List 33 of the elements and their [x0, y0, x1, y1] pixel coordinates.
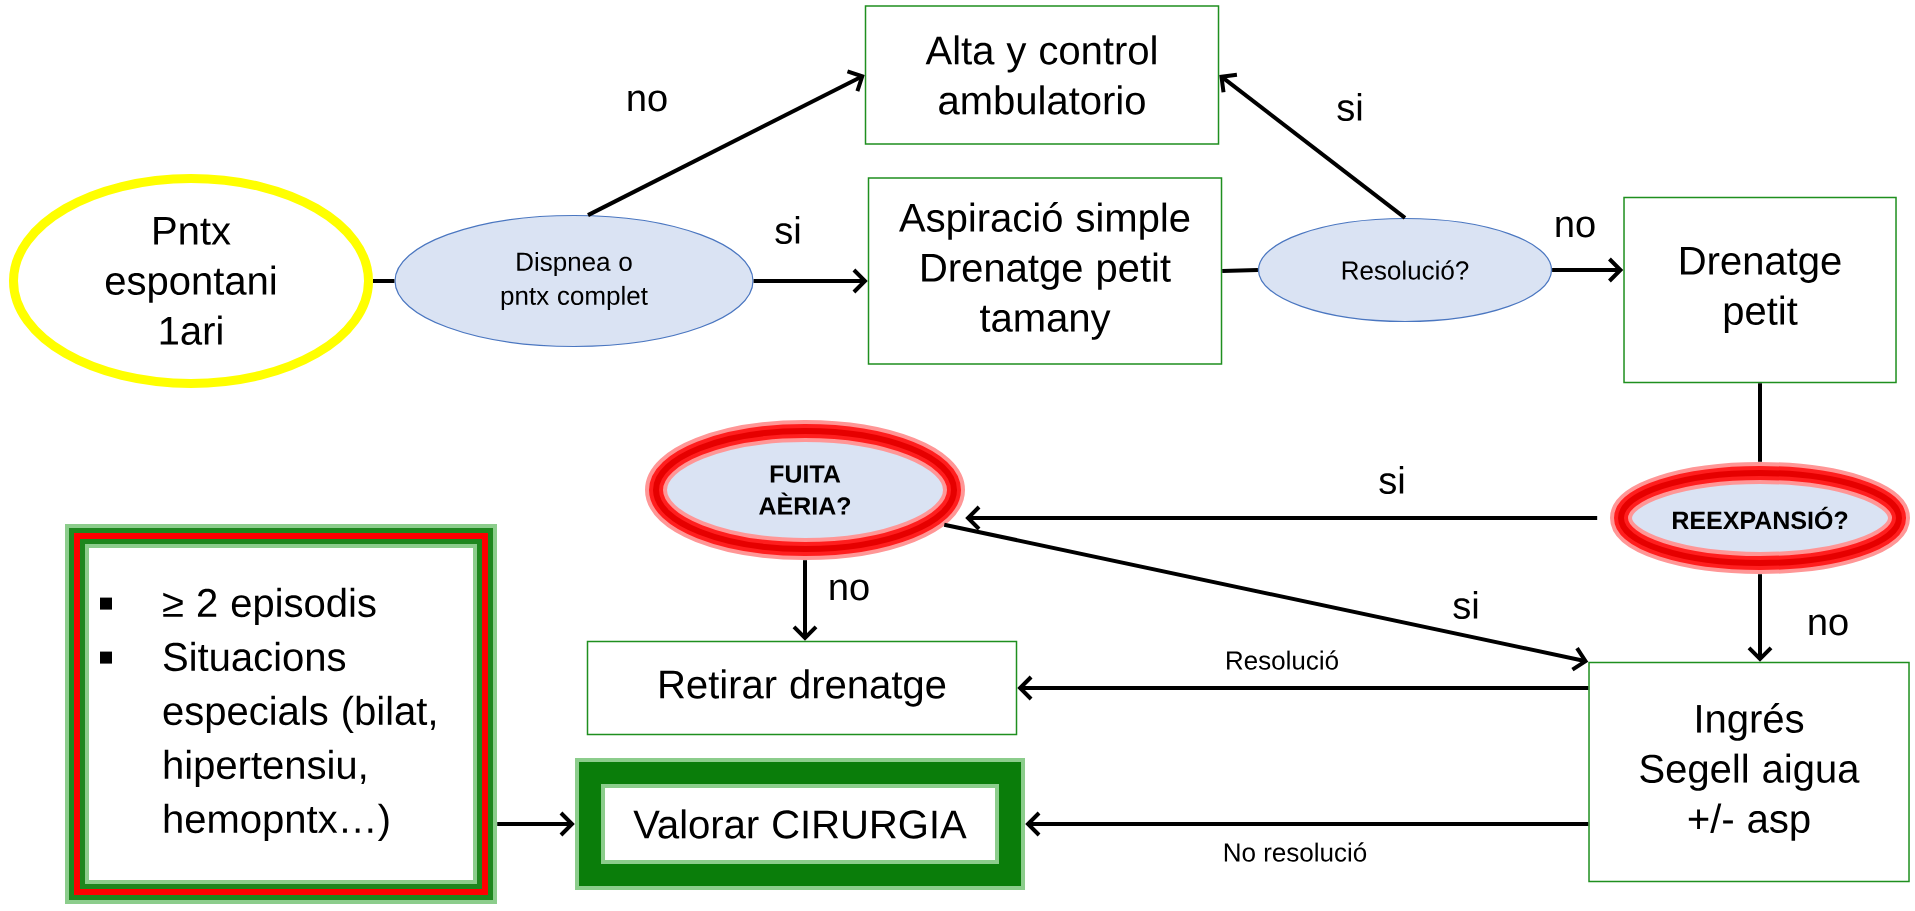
process-box: Ingrés Segell aigua +/- asp [1588, 661, 1910, 883]
arrow [1025, 811, 1589, 837]
arrow [1747, 574, 1773, 662]
edge-label: Resolució [1222, 648, 1342, 672]
arrow [943, 522, 1589, 672]
criteria-box: ≥ 2 episodis Situacions especials (bilat, hipertensiu, hemopntx…) [65, 524, 497, 904]
process-box: Drenatge petit [1623, 196, 1897, 384]
decision-oval: Resolució? [1257, 217, 1553, 323]
edge-label: no [825, 577, 873, 603]
arrow [587, 69, 865, 217]
arrow [792, 560, 818, 641]
edge-label: No resolució [1220, 840, 1370, 864]
process-box: Alta y control ambulatorio [864, 5, 1220, 145]
arrow [1552, 257, 1624, 283]
arrow [1017, 675, 1589, 701]
arrow [497, 811, 575, 837]
arrow [965, 505, 1598, 531]
edge-label: no [1551, 214, 1599, 240]
decision-oval: FUITA AÈRIA? [645, 420, 965, 560]
process-box: Aspiració simple Drenatge petit tamany [867, 177, 1223, 365]
edge-label: si [1450, 589, 1482, 621]
process-box: Retirar drenatge [586, 640, 1018, 736]
edge-label: si [1334, 91, 1366, 123]
edge-label: no [1804, 612, 1852, 638]
oval: Pntx espontani 1ari [9, 174, 373, 388]
process-box: Valorar CIRURGIA [575, 758, 1025, 890]
decision-oval: REEXPANSIÓ? [1610, 462, 1910, 574]
edge-label: si [772, 214, 804, 246]
edge-label: no [623, 88, 671, 114]
arrow [753, 268, 868, 294]
decision-oval: Dispnea o pntx complet [394, 214, 754, 348]
edge-label: si [1376, 464, 1408, 496]
arrow [1219, 72, 1407, 220]
